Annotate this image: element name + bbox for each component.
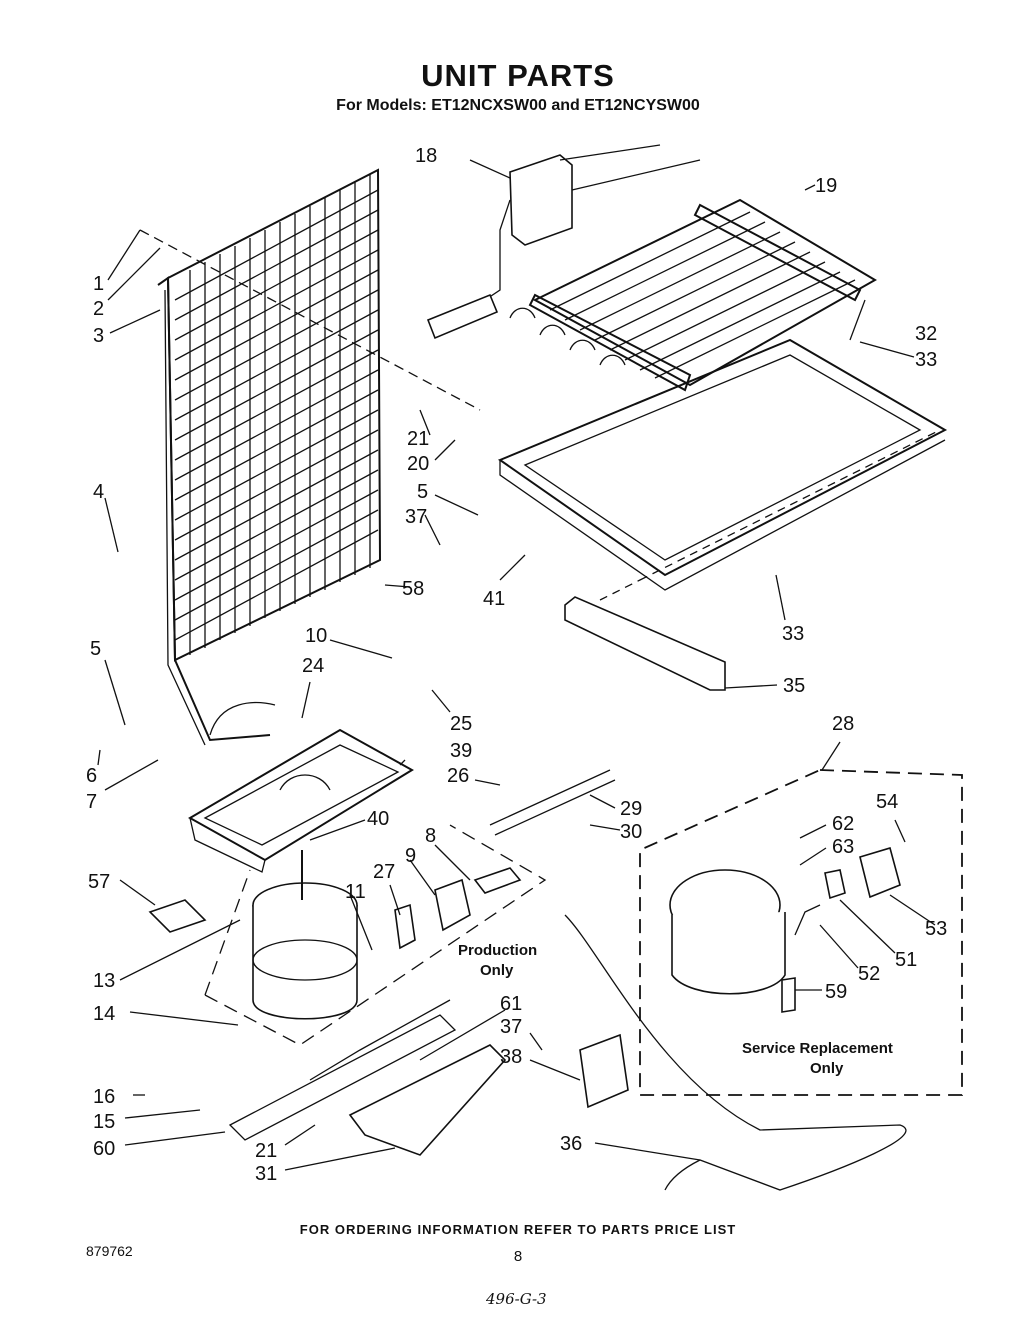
callout-21b: 21	[255, 1140, 277, 1162]
relay-bracket	[579, 1033, 629, 1109]
callout-8: 8	[425, 825, 436, 847]
service-replacement-boundary	[639, 769, 963, 1096]
callout-53: 53	[925, 918, 947, 940]
drain-pan	[187, 728, 414, 873]
callout-57: 57	[88, 871, 110, 893]
service-note-line1: Service Replacement	[742, 1040, 893, 1057]
callout-21a: 21	[407, 428, 429, 450]
model-subtitle: For Models: ET12NCXSW00 and ET12NCYSW00	[336, 97, 700, 114]
callout-3: 3	[93, 325, 104, 347]
callout-51: 51	[895, 949, 917, 971]
callout-24: 24	[302, 655, 324, 677]
callout-41: 41	[483, 588, 505, 610]
callout-27: 27	[373, 861, 395, 883]
callout-5a: 5	[417, 481, 428, 503]
evaporator-cover-tray	[497, 338, 948, 691]
callout-16: 16	[93, 1086, 115, 1108]
callout-37a: 37	[405, 506, 427, 528]
callout-13: 13	[93, 970, 115, 992]
heater-tube	[489, 769, 616, 836]
callout-60: 60	[93, 1138, 115, 1160]
callout-7: 7	[86, 791, 97, 813]
production-note-line1: Production	[458, 942, 537, 959]
production-note-line2: Only	[480, 962, 514, 979]
callout-1: 1	[93, 273, 104, 295]
callout-28: 28	[832, 713, 854, 735]
callout-52: 52	[858, 963, 880, 985]
callout-10: 10	[305, 625, 327, 647]
callout-29: 29	[620, 798, 642, 820]
callout-31: 31	[255, 1163, 277, 1185]
callout-18: 18	[415, 145, 437, 167]
service-note-line2: Only	[810, 1060, 844, 1077]
page-title: UNIT PARTS	[421, 58, 615, 93]
drain-tube	[564, 914, 907, 1191]
callout-61: 61	[500, 993, 522, 1015]
callout-58: 58	[402, 578, 424, 600]
callout-62: 62	[832, 813, 854, 835]
compressor-base	[228, 999, 507, 1156]
callout-33b: 33	[782, 623, 804, 645]
callout-20: 20	[407, 453, 429, 475]
condenser-coil	[139, 168, 481, 746]
callout-37b: 37	[500, 1016, 522, 1038]
callout-labels: 1 2 3 4 5 5 6 7 8 9 10 11 13 14 15 16 18…	[86, 145, 947, 1185]
base-label-tag	[148, 899, 207, 933]
callout-14: 14	[93, 1003, 115, 1025]
callout-5b: 5	[90, 638, 101, 660]
callout-6: 6	[86, 765, 97, 787]
callout-35: 35	[783, 675, 805, 697]
relay-overload-production	[394, 867, 522, 950]
callout-11: 11	[345, 881, 366, 903]
callout-9: 9	[405, 845, 416, 867]
evaporator-assembly	[509, 198, 877, 392]
callout-15: 15	[93, 1111, 115, 1133]
callout-25: 25	[450, 713, 472, 735]
callout-32: 32	[915, 323, 937, 345]
page-number: 8	[513, 1248, 523, 1265]
callout-19: 19	[815, 175, 837, 197]
handwritten-note: 496-G-3	[486, 1290, 547, 1308]
callout-33a: 33	[915, 349, 937, 371]
compressor-service	[669, 846, 901, 1013]
leader-lines	[97, 159, 936, 1171]
defrost-control-box	[426, 144, 701, 340]
document-number: 879762	[86, 1243, 133, 1259]
compressor-production	[204, 824, 547, 1046]
callout-38: 38	[500, 1046, 522, 1068]
callout-30: 30	[620, 821, 642, 843]
callout-2: 2	[93, 298, 104, 320]
callout-4: 4	[93, 481, 104, 503]
ordering-footer: FOR ORDERING INFORMATION REFER TO PARTS …	[299, 1222, 737, 1237]
callout-36: 36	[560, 1133, 582, 1155]
callout-59: 59	[825, 981, 847, 1003]
callout-26: 26	[447, 765, 469, 787]
callout-54: 54	[876, 791, 898, 813]
callout-40: 40	[367, 808, 389, 830]
callout-63: 63	[832, 836, 854, 858]
callout-39: 39	[450, 740, 472, 762]
